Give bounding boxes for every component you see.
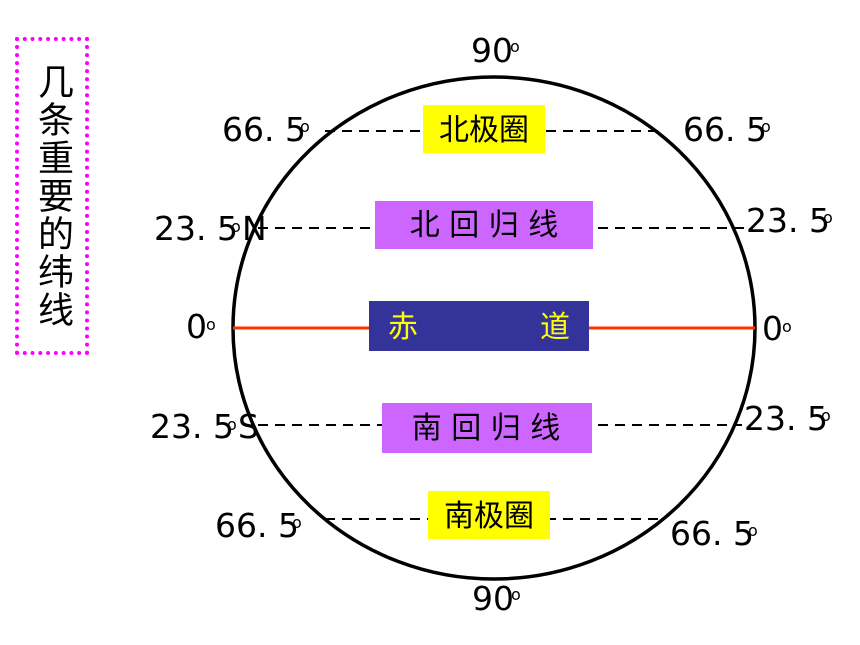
degree-symbol: o	[823, 208, 833, 227]
degree-symbol: o	[782, 317, 792, 336]
antarctic-left-value: 66. 5	[215, 506, 299, 545]
capricorn-right-value: 23. 5	[744, 399, 828, 438]
title-frame: 几条重要的纬线	[15, 37, 89, 355]
equator-left-value: 0	[186, 307, 207, 346]
degree-symbol: o	[511, 585, 521, 604]
south-pole-value: 90	[472, 579, 514, 618]
degree-symbol: o	[821, 406, 831, 425]
cancer-left-suffix: N	[242, 209, 267, 248]
degree-symbol: o	[231, 217, 241, 236]
arctic-circle-label: 北极圈	[439, 113, 529, 148]
tropic-capricorn-label: 南 回 归 线	[412, 411, 561, 446]
antarctic-circle-label: 南极圈	[444, 499, 534, 534]
diagram-title: 几条重要的纬线	[32, 63, 73, 329]
equator-label-left: 赤	[388, 310, 418, 345]
equator-box	[369, 301, 589, 351]
degree-symbol: o	[227, 415, 237, 434]
capricorn-left-suffix: S	[238, 407, 259, 446]
cancer-right-value: 23. 5	[746, 201, 830, 240]
arctic-right-value: 66. 5	[683, 110, 767, 149]
antarctic-circle-box	[428, 491, 550, 539]
degree-symbol: o	[510, 37, 520, 56]
degree-symbols: o o o o o o o o o o o o	[206, 37, 833, 604]
equator-label-right: 道	[540, 310, 570, 345]
arctic-circle-box	[423, 105, 545, 153]
capricorn-left-value: 23. 5	[150, 407, 234, 446]
tropic-cancer-box	[375, 201, 593, 249]
degree-symbol: o	[300, 117, 310, 136]
tropic-capricorn-box	[382, 403, 592, 453]
equator-right-value: 0	[762, 309, 783, 348]
degree-symbol: o	[761, 117, 771, 136]
cancer-left-value: 23. 5	[154, 209, 238, 248]
degree-symbol: o	[748, 521, 758, 540]
degree-symbol: o	[206, 315, 216, 334]
arctic-left-value: 66. 5	[222, 110, 306, 149]
tropic-cancer-label: 北 回 归 线	[410, 208, 559, 243]
north-pole-value: 90	[471, 31, 513, 70]
degree-symbol: o	[292, 513, 302, 532]
antarctic-right-value: 66. 5	[670, 514, 754, 553]
